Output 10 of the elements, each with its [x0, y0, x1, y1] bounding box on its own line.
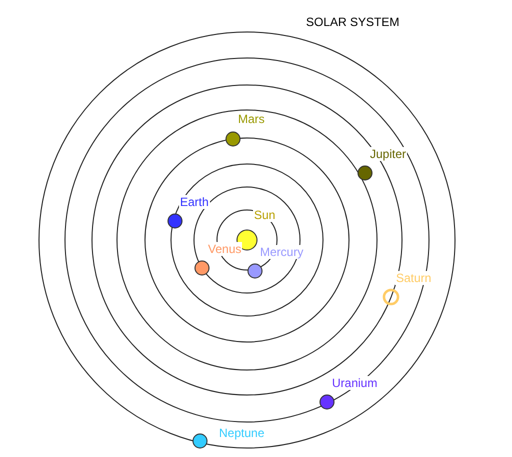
planet-label: Mercury: [259, 245, 304, 259]
star-label: Sun: [253, 208, 276, 222]
planet-label: Neptune: [218, 426, 266, 440]
diagram-title: SOLAR SYSTEM: [306, 15, 400, 29]
planet-label: Uranium: [331, 376, 378, 390]
planet-label: Jupiter: [369, 147, 408, 161]
planet-label: Mars: [237, 112, 266, 126]
planet-label: Earth: [179, 195, 210, 209]
planet-label: Venus: [207, 242, 242, 256]
planet-label: Saturn: [395, 271, 432, 285]
